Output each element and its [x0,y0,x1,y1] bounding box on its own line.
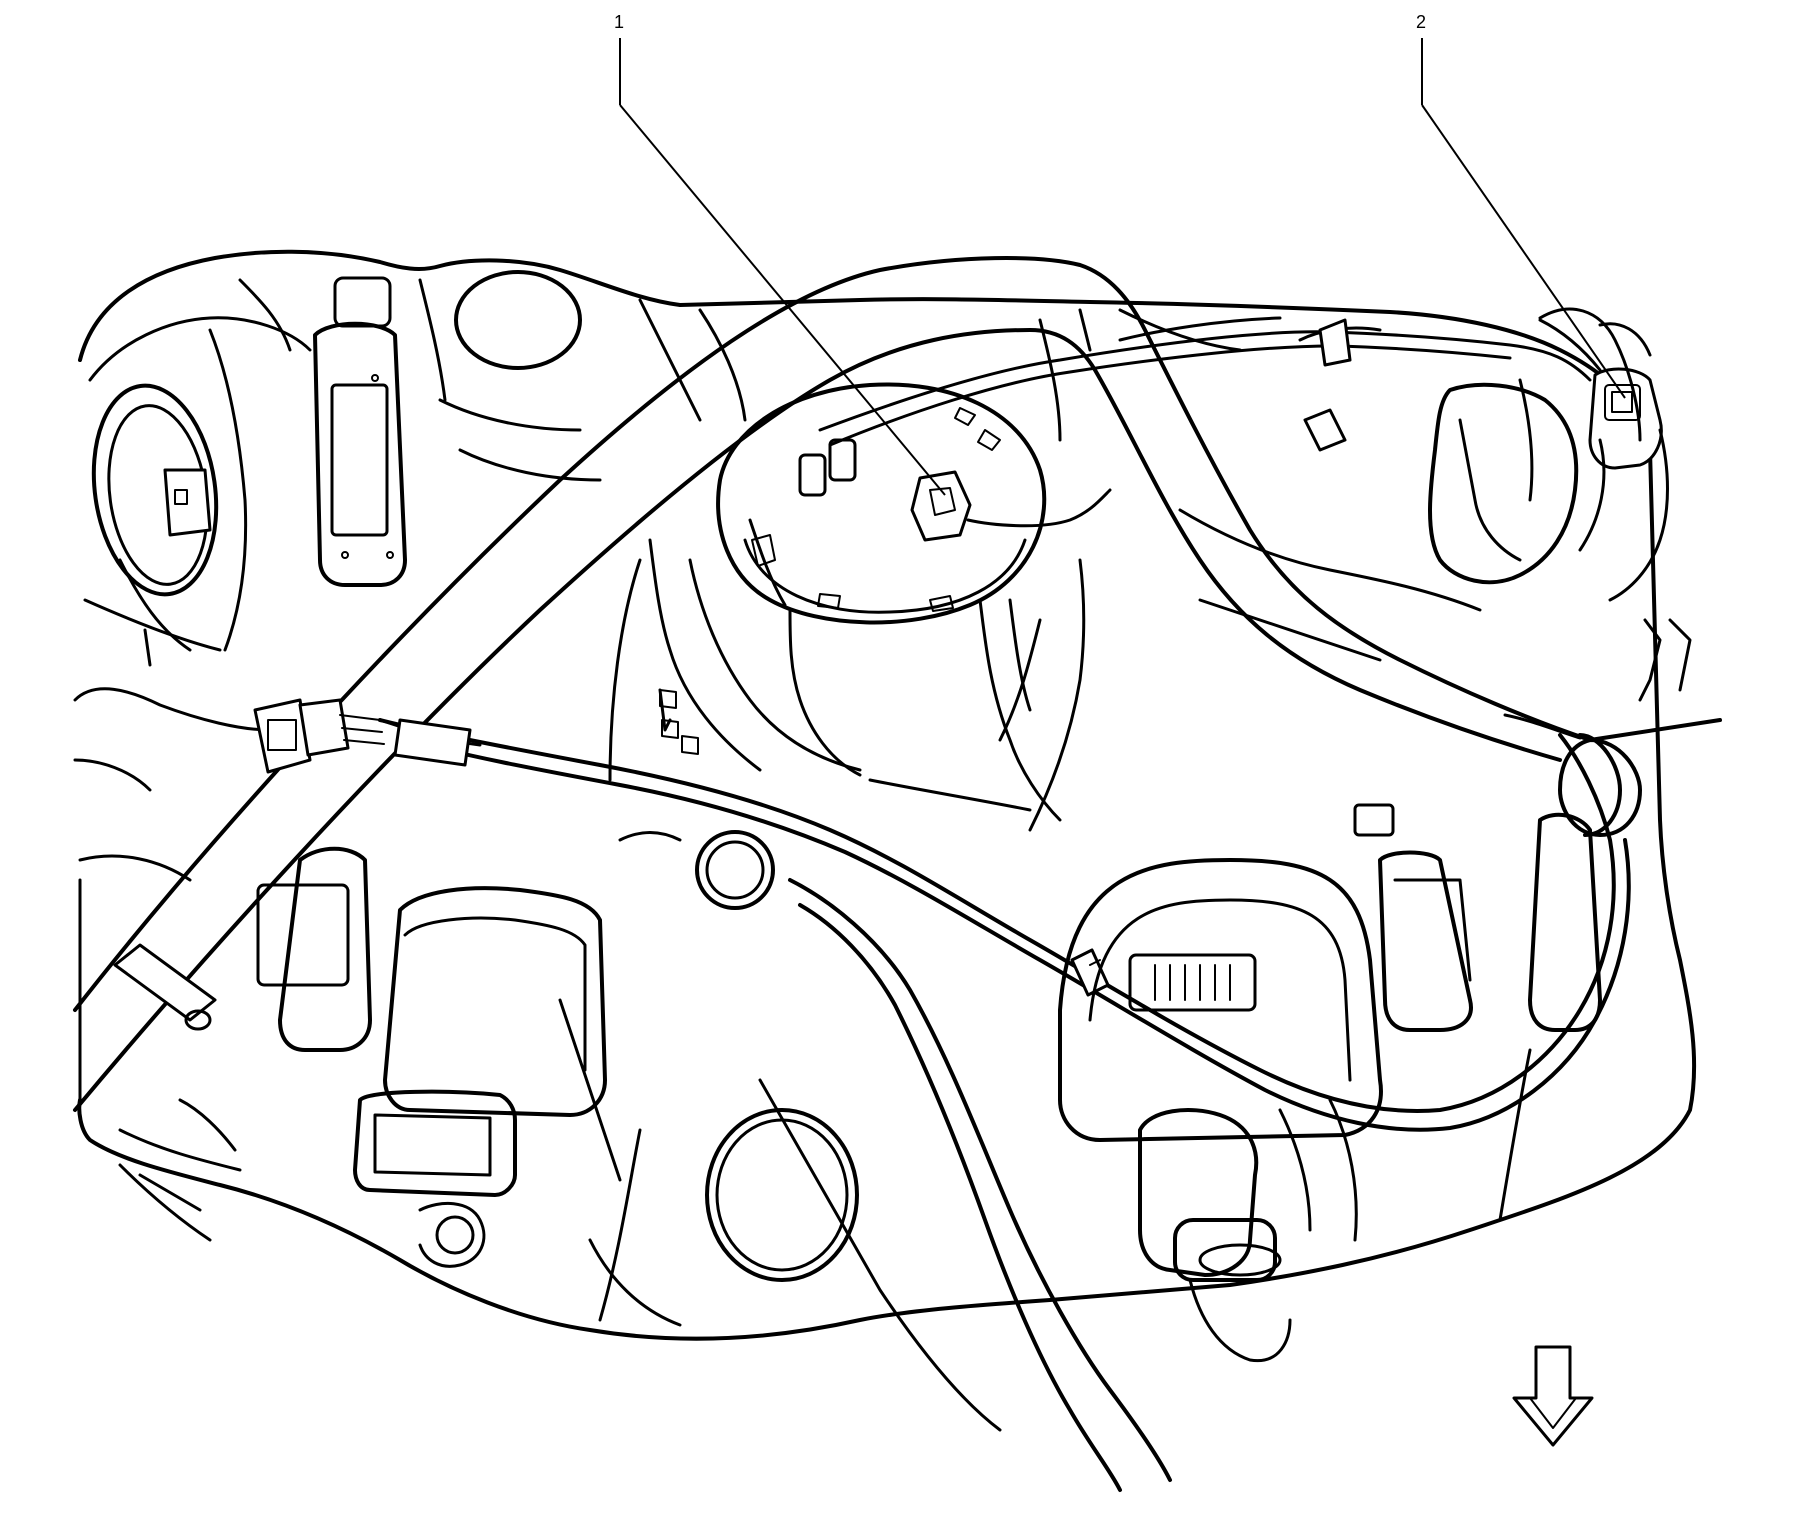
down-arrow-icon [1512,1345,1594,1447]
callout-2-leader-diagonal [1421,104,1626,399]
lower-left-pockets [118,846,607,1268]
drain-fitting [1138,1098,1358,1363]
supply-return-lines [758,878,1172,1492]
callout-2-label: 2 [1416,12,1426,32]
harness-connector-left [253,698,482,774]
callout-1-leader-diagonal [619,104,946,496]
filler-neck-opening [88,278,312,667]
lower-right-pockets [1058,803,1602,1142]
fuel-tank-outline [73,249,1697,1341]
evap-line [1178,508,1482,662]
callout-2: 2 [1416,12,1626,399]
tank-upper-ridges [438,270,1242,482]
filler-hose [73,256,1722,1112]
tank-center-saddle [608,538,1086,832]
vapor-line-bundle [818,307,1652,452]
callout-1: 1 [614,12,946,496]
wiring-harness [378,718,1631,1132]
callout-1-label: 1 [614,12,624,32]
lower-center-features [558,830,859,1327]
fuel-pump-module [716,382,1112,777]
left-mounting-bracket [313,276,447,587]
